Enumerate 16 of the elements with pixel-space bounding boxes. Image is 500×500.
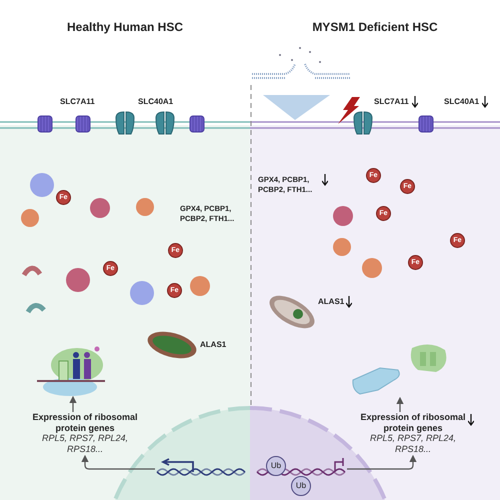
arrow — [68, 396, 76, 412]
gene-list: RPL5, RPS7, RPL24, RPS18... — [355, 433, 471, 454]
panel-heading: MYSM1 Deficient HSC — [312, 20, 438, 34]
expression-label: Expression of ribosomal protein genes — [359, 412, 467, 433]
protein-label: SLC7A11 — [374, 97, 409, 107]
arrow — [81, 454, 155, 470]
arrow — [347, 454, 417, 470]
protein-label: ALAS1 — [318, 297, 344, 307]
panel-heading: Healthy Human HSC — [66, 20, 184, 34]
protein-label: ALAS1 — [200, 340, 226, 350]
expression-label: Expression of ribosomal protein genes — [31, 412, 139, 433]
protein-label: SLC7A11 — [60, 97, 95, 107]
protein-label: SLC40A1 — [138, 97, 174, 107]
protein-label: SLC40A1 — [444, 97, 480, 107]
arrow — [396, 396, 404, 412]
gene-list: RPL5, RPS7, RPL24, RPS18... — [27, 433, 143, 454]
